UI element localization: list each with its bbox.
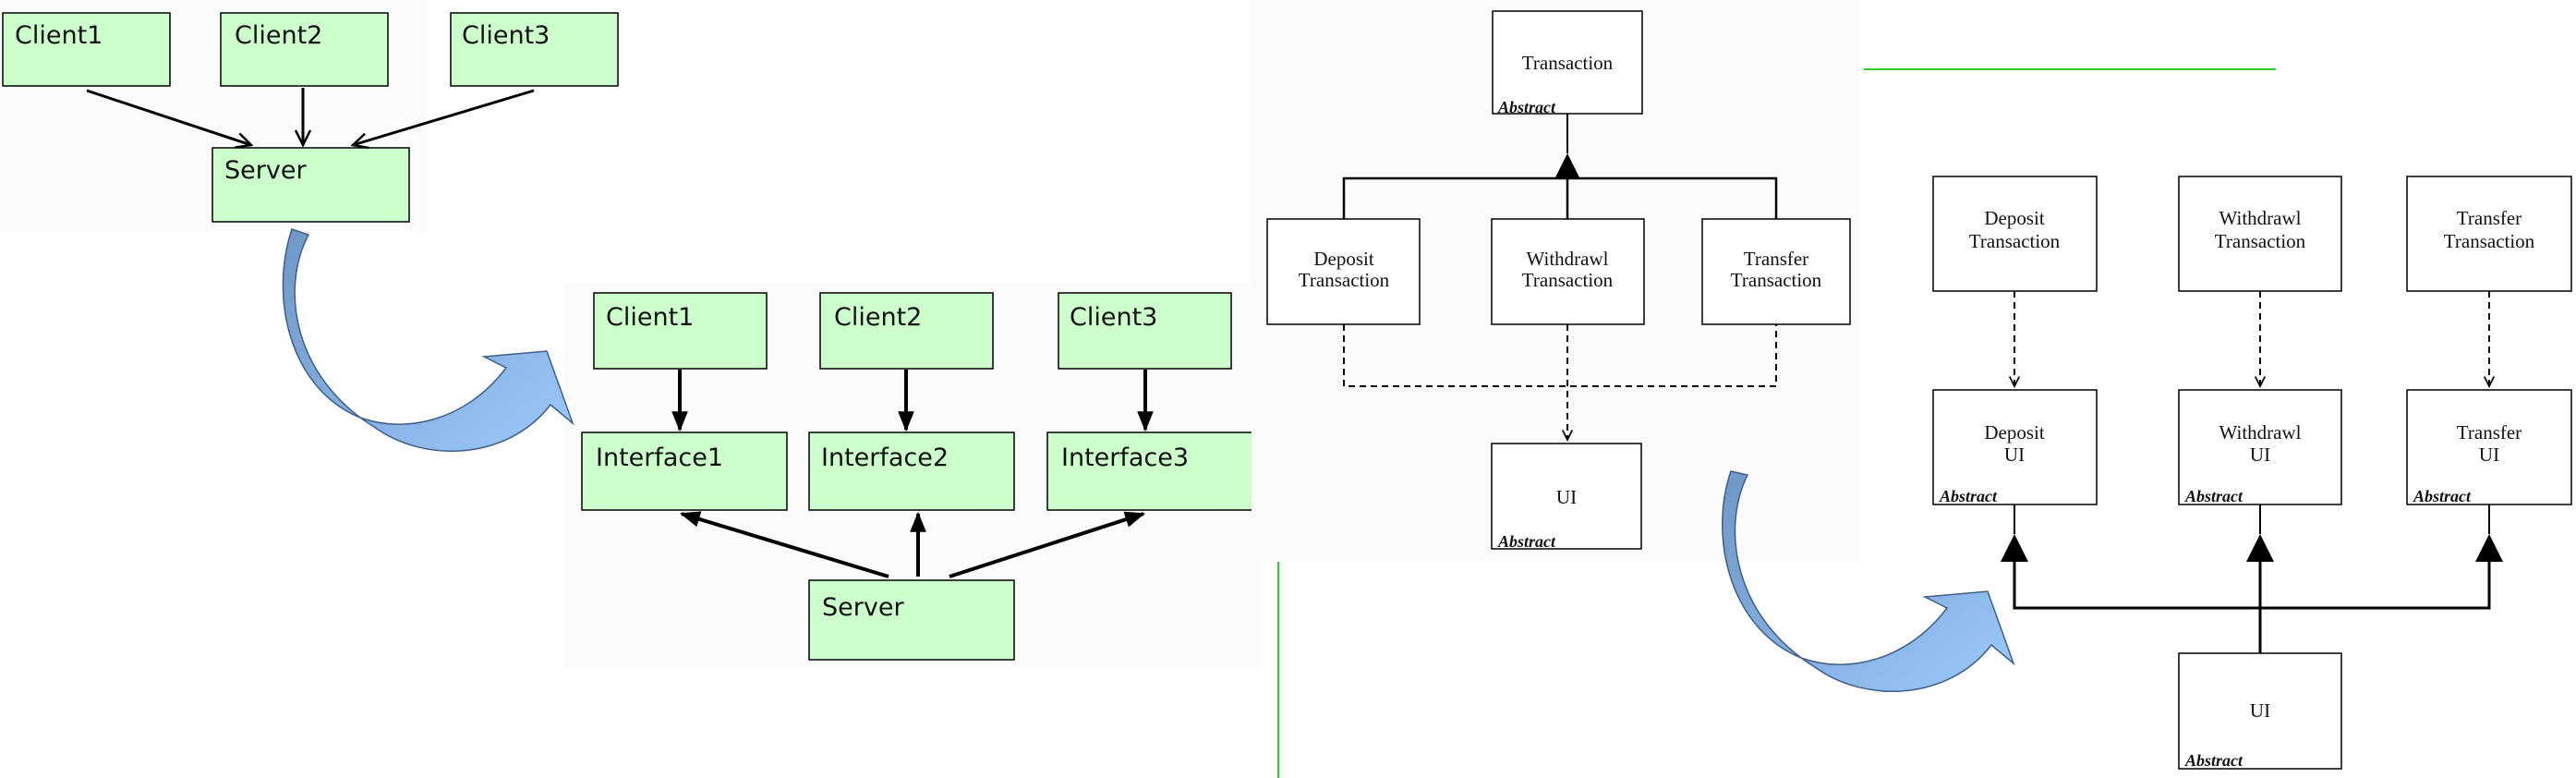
after-deposit-transaction-box: Deposit Transaction: [1932, 176, 2098, 292]
svg-text:Abstract: Abstract: [2184, 751, 2243, 770]
ui-class-box-after: UI Abstract: [2178, 652, 2342, 770]
svg-text:Client1: Client1: [15, 21, 103, 50]
svg-text:Withdrawl: Withdrawl: [2219, 421, 2302, 444]
svg-text:Server: Server: [224, 156, 307, 185]
svg-text:Abstract: Abstract: [1939, 487, 1998, 505]
transition-arrow-right-icon: [1722, 470, 2015, 692]
svg-text:Interface1: Interface1: [596, 444, 723, 472]
inheritance-triangle-deposit-icon: [2001, 534, 2028, 562]
svg-text:Deposit: Deposit: [1313, 248, 1373, 270]
svg-text:Transfer: Transfer: [1744, 248, 1808, 270]
before-client-box-1: Client1: [2, 12, 171, 87]
svg-text:Client3: Client3: [462, 21, 550, 50]
inheritance-triangle-withdrawl-icon: [2246, 534, 2274, 562]
interface-box-3: Interface3: [1046, 432, 1253, 511]
svg-text:Transaction: Transaction: [1299, 269, 1390, 291]
svg-text:UI: UI: [2479, 444, 2499, 466]
svg-text:Withdrawl: Withdrawl: [2219, 207, 2302, 229]
after-withdrawl-transaction-box: Withdrawl Transaction: [2178, 176, 2342, 292]
svg-text:UI: UI: [2250, 444, 2270, 466]
after-client-box-3: Client3: [1058, 292, 1232, 370]
ui-class-box-before: UI Abstract: [1491, 443, 1642, 551]
svg-text:Interface3: Interface3: [1061, 444, 1189, 472]
svg-text:Transaction: Transaction: [2444, 230, 2535, 252]
withdrawl-transaction-box: Withdrawl Transaction: [1491, 218, 1645, 325]
withdrawl-ui-box: Withdrawl UI Abstract: [2178, 389, 2342, 505]
after-client-box-2: Client2: [819, 292, 994, 370]
svg-text:UI: UI: [2250, 699, 2270, 722]
svg-text:Client1: Client1: [606, 303, 694, 332]
svg-text:Deposit: Deposit: [1984, 421, 2044, 444]
inheritance-bar: [1342, 176, 1778, 219]
deposit-ui-box: Deposit UI Abstract: [1932, 389, 2098, 505]
svg-text:Transaction: Transaction: [2215, 230, 2306, 252]
inheritance-triangle-transfer-icon: [2475, 534, 2503, 562]
transfer-transaction-box: Transfer Transaction: [1701, 218, 1851, 325]
svg-text:Transaction: Transaction: [1731, 269, 1822, 291]
after-server-box: Server: [808, 579, 1015, 661]
ui-inheritance-bar: [2013, 562, 2491, 610]
svg-text:UI: UI: [1556, 486, 1577, 508]
interface-box-2: Interface2: [808, 432, 1015, 511]
svg-text:Transaction: Transaction: [1969, 230, 2061, 252]
arrow-server-interface1: [679, 511, 889, 578]
inheritance-triangle-icon: [1555, 153, 1579, 177]
before-arrow-client1-server: [86, 89, 251, 145]
svg-text:Transaction: Transaction: [1522, 269, 1614, 291]
left-panel: Client1 Client2 Client3 Server Client1 C…: [0, 0, 1260, 667]
transfer-ui-box: Transfer UI Abstract: [2406, 389, 2572, 505]
svg-text:UI: UI: [2004, 444, 2025, 466]
deposit-transaction-box: Deposit Transaction: [1266, 218, 1421, 325]
transition-arrow-left-icon: [282, 228, 574, 452]
svg-text:Withdrawl: Withdrawl: [1527, 248, 1609, 270]
before-arrow-client3-server: [353, 89, 535, 145]
svg-text:Deposit: Deposit: [1984, 207, 2044, 229]
before-server-box: Server: [212, 147, 410, 223]
svg-text:Server: Server: [822, 593, 904, 622]
svg-text:Transaction: Transaction: [1522, 52, 1614, 74]
transaction-class-box: Transaction Abstract: [1492, 10, 1643, 116]
svg-text:Client2: Client2: [834, 303, 922, 332]
svg-text:Abstract: Abstract: [2184, 487, 2243, 505]
svg-text:Abstract: Abstract: [2413, 487, 2472, 505]
before-client-box-2: Client2: [220, 12, 389, 87]
svg-text:Abstract: Abstract: [1497, 98, 1556, 116]
svg-text:Client3: Client3: [1070, 303, 1157, 332]
svg-text:Client2: Client2: [235, 21, 322, 50]
dependency-dashed-bar: [1343, 324, 1777, 387]
right-panel: Transaction Abstract Deposit Transaction…: [1252, 0, 2572, 770]
arrow-server-interface3: [949, 511, 1146, 578]
svg-text:Transfer: Transfer: [2457, 207, 2522, 229]
interface-box-1: Interface1: [581, 432, 788, 511]
svg-text:Interface2: Interface2: [821, 444, 949, 472]
svg-text:Abstract: Abstract: [1497, 532, 1556, 551]
after-client-box-1: Client1: [593, 292, 768, 370]
svg-text:Transfer: Transfer: [2457, 421, 2522, 444]
after-transfer-transaction-box: Transfer Transaction: [2406, 176, 2572, 292]
before-client-box-3: Client3: [450, 12, 619, 87]
